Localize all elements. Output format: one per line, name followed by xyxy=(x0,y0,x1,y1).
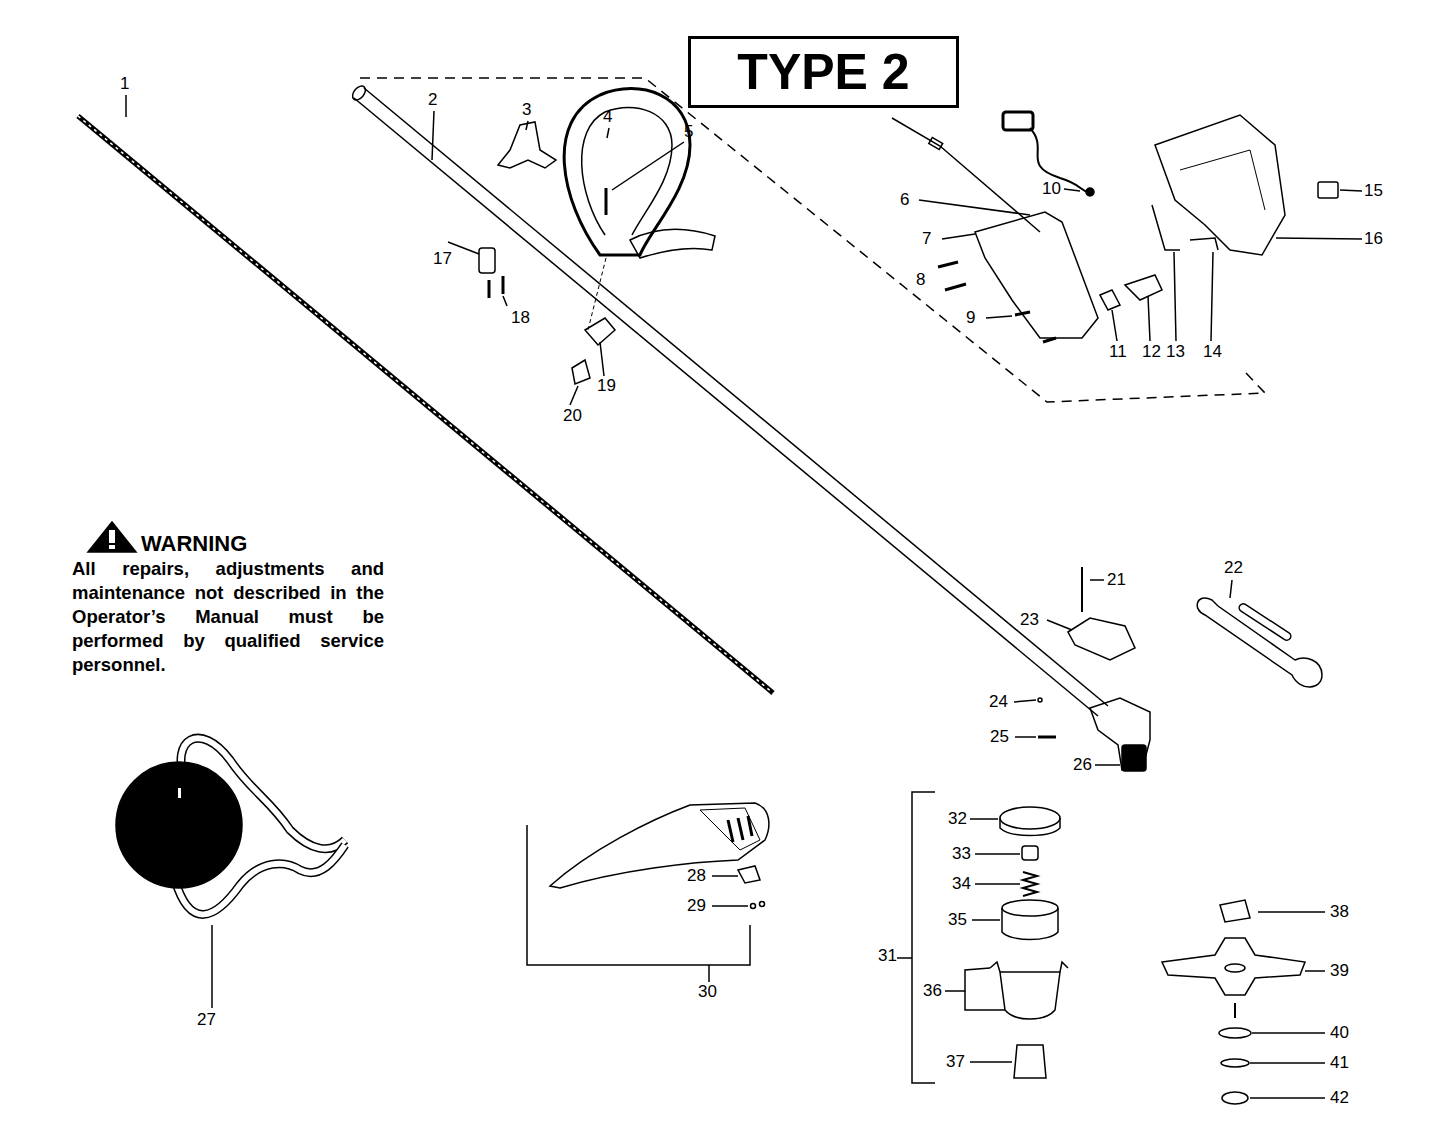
callout-number: 36 xyxy=(923,981,942,1001)
callout-number: 26 xyxy=(1073,755,1092,775)
callout-number: 4 xyxy=(603,107,612,127)
type-label: TYPE 2 xyxy=(737,44,909,100)
callout-number: 29 xyxy=(687,896,706,916)
warning-heading: WARNING xyxy=(141,531,247,557)
callout-number: 11 xyxy=(1109,342,1127,362)
callout-number: 18 xyxy=(511,308,530,328)
callout-number: 33 xyxy=(952,844,971,864)
callout-number: 15 xyxy=(1364,181,1383,201)
callout-number: 42 xyxy=(1330,1088,1349,1108)
callout-number: 34 xyxy=(952,874,971,894)
callout-number: 20 xyxy=(563,406,582,426)
warning-text: All repairs, adjustments and maintenance… xyxy=(72,557,384,677)
callout-number: 21 xyxy=(1107,570,1126,590)
callout-number: 30 xyxy=(698,982,717,1002)
callout-number: 41 xyxy=(1330,1053,1349,1073)
callout-number: 14 xyxy=(1203,342,1222,362)
callout-number: 22 xyxy=(1224,558,1243,578)
callout-number: 6 xyxy=(900,190,909,210)
callout-number: 39 xyxy=(1330,961,1349,981)
callout-number: 13 xyxy=(1166,342,1185,362)
callout-number: 3 xyxy=(522,100,531,120)
callout-number: 28 xyxy=(687,866,706,886)
callout-number: 8 xyxy=(916,270,925,290)
callout-number: 19 xyxy=(597,376,616,396)
callout-number: 32 xyxy=(948,809,967,829)
callout-number: 23 xyxy=(1020,610,1039,630)
callout-number: 10 xyxy=(1042,179,1061,199)
callout-number: 12 xyxy=(1142,342,1161,362)
callout-number: 31 xyxy=(878,946,897,966)
callout-number: 40 xyxy=(1330,1023,1349,1043)
callout-number: 17 xyxy=(433,249,452,269)
callout-number: 37 xyxy=(946,1052,965,1072)
callout-number: 5 xyxy=(684,122,693,142)
callout-number: 7 xyxy=(922,229,931,249)
callout-number: 38 xyxy=(1330,902,1349,922)
type-box: TYPE 2 xyxy=(688,36,959,108)
callout-number: 35 xyxy=(948,910,967,930)
callout-number: 1 xyxy=(120,74,129,94)
callout-number: 27 xyxy=(197,1010,216,1030)
callout-number: 9 xyxy=(966,308,975,328)
callout-number: 16 xyxy=(1364,229,1383,249)
callout-number: 25 xyxy=(990,727,1009,747)
callout-number: 24 xyxy=(989,692,1008,712)
callout-number: 2 xyxy=(428,90,437,110)
